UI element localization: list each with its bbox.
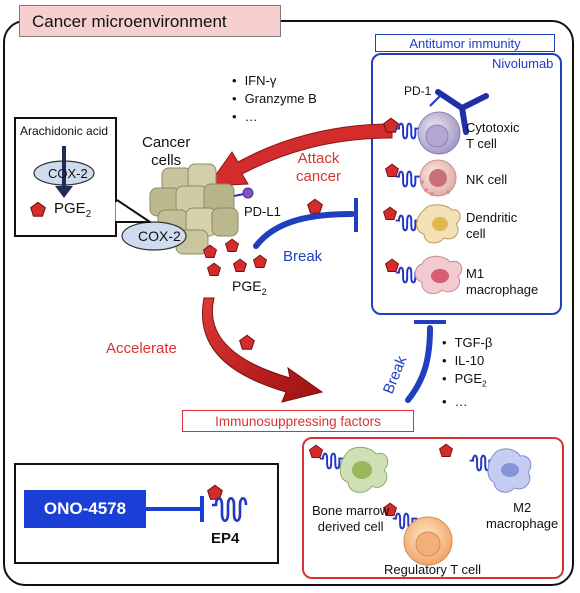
attack-cancer-label: Attack cancer [296,150,342,185]
ep4-label: EP4 [211,530,240,547]
cytotoxic-t-cell-label: Cytotoxic T cell [466,120,520,151]
dendritic-cell-label: Dendritic cell [466,210,518,241]
immunosuppressive-cells-panel [302,437,564,579]
ono-4578-label: ONO-4578 [24,490,146,528]
cox2-label: COX-2 [138,228,181,244]
pd-1-label: PD-1 [404,84,432,98]
cytokine-item: IFN-γ [232,72,317,90]
ono-4578-box [14,463,279,564]
antitumor-immunity-panel [371,53,562,315]
antitumor-immunity-title: Antitumor immunity [375,34,555,52]
accelerate-label: Accelerate [106,340,177,357]
accelerate-arrow [201,297,324,403]
cytokine-list: IFN-γ Granzyme B … [232,72,317,126]
cancer-cells-label: Cancer cells [142,134,191,169]
m1-macrophage-label: M1 macrophage [466,266,539,297]
bone-marrow-cell-label: Bone marrow derived cell [312,503,390,534]
factor-item: PGE2 [442,370,492,393]
break-arrow-1 [253,211,355,249]
box-pge2-label: PGE2 [54,200,92,220]
pge2-label: PGE2 [232,278,267,297]
factor-item: TGF-β [442,334,493,352]
pd-l1-label: PD-L1 [244,204,281,219]
page-title: Cancer microenvironment [19,5,281,37]
nk-cell-label: NK cell [466,172,508,187]
cytokine-item: … [232,108,317,126]
break-label-1: Break [283,248,323,265]
regulatory-t-cell-label: Regulatory T cell [384,562,482,577]
suppressive-factor-list: TGF-β IL-10 PGE2 … [442,334,493,411]
m2-macrophage-label: M2 macrophage [486,500,559,531]
nivolumab-label: Nivolumab [492,56,554,71]
factor-item: … [442,393,492,411]
microenvironment-frame [3,20,574,586]
factor-item: IL-10 [442,352,492,370]
cox2-ellipse [121,221,187,251]
cytokine-item: Granzyme B [232,90,317,108]
box-cox2-label: COX-2 [48,166,88,181]
break-arrow-2 [405,325,433,403]
immunosuppressing-factors-title: Immunosuppressing factors [182,410,414,432]
nivolumab-antibody [435,89,489,135]
arachidonic-acid-label: Arachidonic acid [20,124,109,138]
